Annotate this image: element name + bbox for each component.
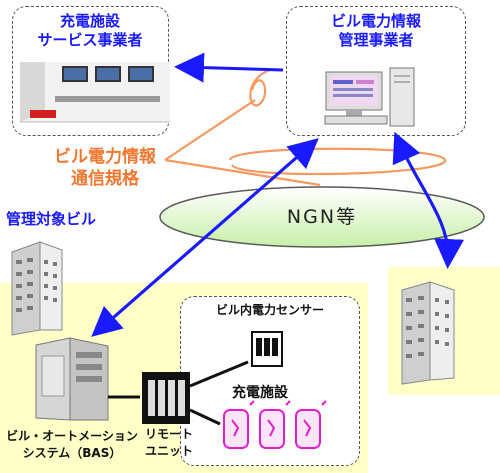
remote-building-illustration	[401, 281, 455, 385]
charging-service-provider-label: 充電施設 サービス事業者	[14, 12, 166, 50]
communication-standard-line2: 通信規格	[71, 169, 139, 189]
remote-unit-line2: ユニット	[144, 444, 193, 458]
building-power-manager-box	[286, 6, 466, 136]
bas-label: ビル・オートメーション システム（BAS）	[2, 428, 142, 462]
building-power-manager-label: ビル電力情報 管理事業者	[290, 12, 462, 50]
bas-line2: システム（BAS）	[22, 446, 122, 460]
remote-unit-illustration	[142, 372, 190, 424]
pc-illustration	[324, 67, 415, 127]
charger-illustrations	[223, 400, 327, 449]
bas-line1: ビル・オートメーション	[6, 429, 138, 443]
managed-building-label: 管理対象ビル	[6, 210, 97, 228]
ngn-ellipse	[159, 186, 485, 248]
power-sensor-icon	[251, 331, 283, 367]
network-label: NGN等	[286, 206, 358, 228]
bas-cabinet-illustration	[35, 337, 109, 421]
building-power-manager-line2: 管理事業者	[338, 31, 414, 49]
communication-standard-label: ビル電力情報 通信規格	[30, 146, 180, 190]
in-building-sensor-label: ビル内電力センサー	[215, 303, 324, 317]
charging-facility-label: 充電施設	[232, 385, 288, 401]
remote-unit-label: リモート ユニット	[134, 426, 204, 460]
control-room-illustration	[20, 62, 170, 123]
remote-unit-line1: リモート	[144, 427, 193, 441]
communication-standard-line1: ビル電力情報	[54, 147, 156, 167]
charging-service-provider-line1: 充電施設	[59, 12, 120, 30]
charging-service-provider-line2: サービス事業者	[37, 31, 143, 49]
managed-building-illustration	[11, 241, 63, 336]
building-power-manager-line1: ビル電力情報	[330, 12, 421, 30]
